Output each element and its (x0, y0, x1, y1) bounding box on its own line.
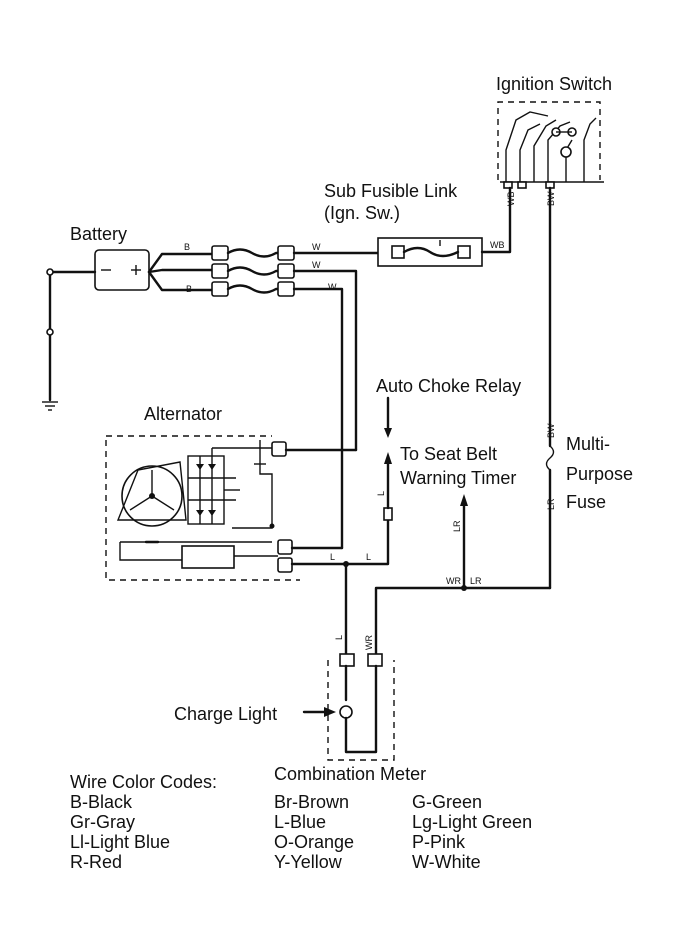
wire-label: LR (470, 576, 482, 586)
wire-label: W (312, 242, 321, 252)
battery-output-wiring (147, 245, 380, 550)
legend-title: Wire Color Codes: (70, 772, 218, 792)
wire-label: L (366, 552, 371, 562)
sub-fusible-link-sub-label: (Ign. Sw.) (324, 203, 400, 223)
sub-fusible-link-label: Sub Fusible Link (324, 181, 458, 201)
seat-belt-timer-sub-label: Warning Timer (400, 468, 516, 488)
wire-label: WR (364, 635, 374, 650)
wire-color-legend: Wire Color Codes: B-Black Gr-Gray Ll-Lig… (70, 772, 217, 872)
legend-item: G-Green (412, 792, 483, 812)
wire-label: L (334, 635, 344, 640)
seat-belt-timer-label: To Seat Belt (400, 444, 497, 464)
legend-item: P-Pink (412, 832, 466, 852)
charge-light-label: Charge Light (174, 704, 277, 724)
wire-label: L (376, 491, 386, 496)
legend-item: Lg-Light Green (412, 812, 533, 832)
legend-item: Gr-Gray (70, 812, 135, 832)
wire-label: W (328, 282, 337, 292)
fuse-label-line-3: Fuse (566, 492, 606, 512)
legend-item: O-Orange (274, 832, 355, 852)
wire-label: LR (546, 498, 556, 510)
legend-item: Br-Brown (274, 792, 350, 812)
wire-color-labels: B B W W W WB WB BW BW LR LR LR WR WR L L… (184, 191, 556, 650)
fuse-label-line-1: Multi- (566, 434, 610, 454)
fuse-label-line-2: Purpose (566, 464, 633, 484)
alternator-label: Alternator (144, 404, 222, 424)
legend-item: Ll-Light Blue (70, 832, 171, 852)
relay-leads (383, 396, 393, 521)
auto-choke-relay-label: Auto Choke Relay (376, 376, 521, 396)
wire-label: LR (452, 520, 462, 532)
fuse-circuit-wiring (374, 186, 555, 658)
wire-label: WR (446, 576, 461, 586)
component-labels: Ignition Switch Sub Fusible Link (Ign. S… (70, 74, 633, 784)
wire-color-legend-col-2: Br-Brown L-Blue O-Orange Y-Yellow (274, 792, 354, 872)
wire-label: B (186, 284, 192, 294)
legend-item: L-Blue (274, 812, 327, 832)
combination-meter-label: Combination Meter (274, 764, 426, 784)
ground-connection (42, 268, 97, 411)
wire-label: B (184, 242, 190, 252)
wire-label: W (312, 260, 321, 270)
sub-fusible-link (377, 186, 512, 267)
ignition-switch (497, 101, 604, 189)
wire-label: BW (546, 191, 556, 206)
legend-item: W-White (412, 852, 481, 872)
legend-item: Y-Yellow (274, 852, 342, 872)
ignition-switch-label: Ignition Switch (496, 74, 612, 94)
alternator-symbol (105, 435, 390, 658)
wire-label: L (330, 552, 335, 562)
battery-symbol (94, 249, 150, 291)
battery-label: Battery (70, 224, 127, 244)
wire-label: BW (546, 423, 556, 438)
legend-item: R-Red (70, 852, 123, 872)
wire-label: WB (490, 240, 505, 250)
wire-label: WB (506, 192, 516, 207)
legend-item: B-Black (70, 792, 133, 812)
wire-color-legend-col-3: G-Green Lg-Light Green P-Pink W-White (412, 792, 532, 872)
combination-meter (302, 653, 395, 761)
